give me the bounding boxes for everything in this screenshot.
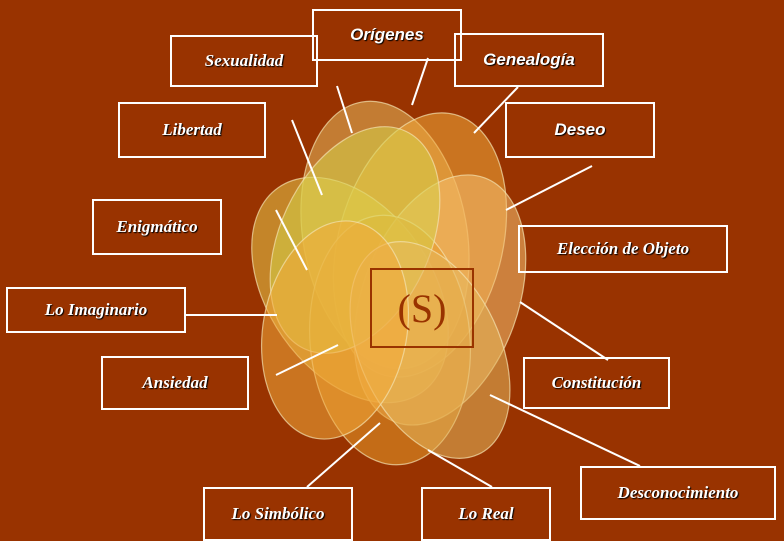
label-constitucion-text: Constitución	[551, 373, 642, 392]
center-subject-label: (S)	[370, 268, 474, 348]
label-ansiedad-text: Ansiedad	[142, 373, 208, 392]
connector-line-5	[505, 165, 593, 211]
label-deseo: Deseo	[505, 102, 655, 158]
label-lo-imaginario: Lo Imaginario	[6, 287, 186, 333]
label-origenes-text: Orígenes	[350, 25, 424, 44]
label-origenes: Orígenes	[312, 9, 462, 61]
connector-line-11	[306, 422, 381, 488]
label-desconocimiento: Desconocimiento	[580, 466, 776, 520]
label-ansiedad: Ansiedad	[101, 356, 249, 410]
connector-line-4	[291, 119, 323, 196]
label-sexualidad-text: Sexualidad	[204, 51, 284, 70]
label-libertad: Libertad	[118, 102, 266, 158]
label-deseo-text: Deseo	[554, 120, 606, 139]
label-enigmatico-text: Enigmático	[116, 217, 198, 236]
label-eleccion-de-objeto: Elección de Objeto	[518, 225, 728, 273]
label-lo-simbolico: Lo Simbólico	[203, 487, 353, 541]
label-sexualidad: Sexualidad	[170, 35, 318, 87]
label-simbolico-text: Lo Simbólico	[231, 504, 325, 523]
connector-line-6	[275, 209, 308, 271]
center-label-text: (S)	[397, 285, 447, 331]
connector-line-8	[275, 344, 339, 376]
label-lo-real: Lo Real	[421, 487, 551, 541]
label-genealogia-text: Genealogía	[483, 50, 575, 69]
connector-line-2	[411, 57, 429, 106]
label-real-text: Lo Real	[458, 504, 514, 523]
label-imaginario-text: Lo Imaginario	[44, 300, 148, 319]
label-constitucion: Constitución	[523, 357, 670, 409]
label-eleccion-text: Elección de Objeto	[556, 239, 690, 258]
connector-line-10	[489, 394, 641, 467]
label-libertad-text: Libertad	[162, 120, 222, 139]
label-desconocimiento-text: Desconocimiento	[617, 483, 739, 502]
connector-line-3	[473, 86, 519, 134]
connector-line-1	[336, 85, 353, 134]
label-enigmatico: Enigmático	[92, 199, 222, 255]
label-genealogia: Genealogía	[454, 33, 604, 87]
connector-line-9	[519, 301, 609, 361]
connector-line-12	[427, 449, 493, 488]
connector-lines	[186, 57, 641, 488]
